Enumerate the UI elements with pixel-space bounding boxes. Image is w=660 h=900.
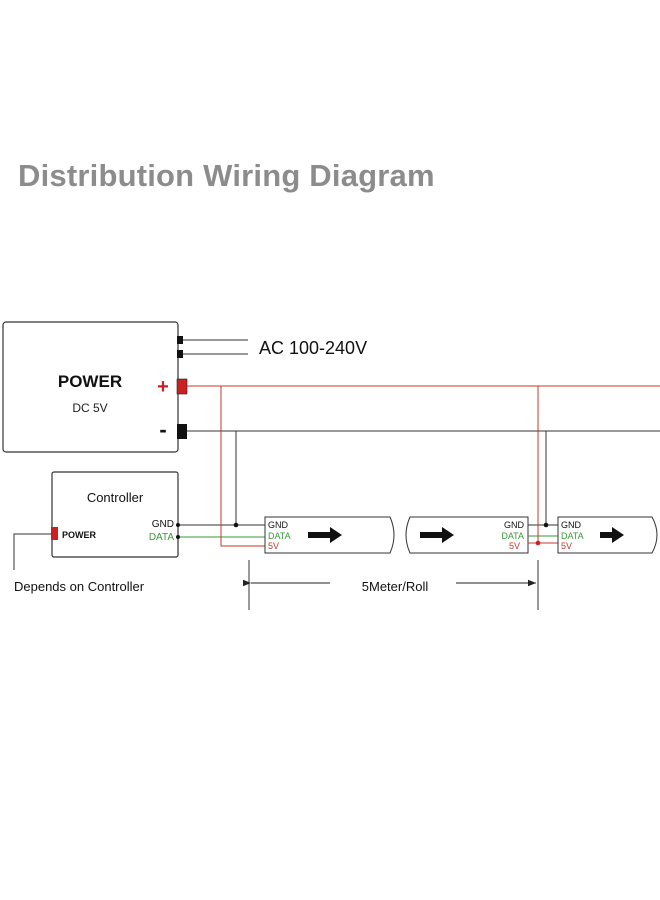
length-dimension: 5Meter/Roll — [243, 560, 539, 610]
length-label: 5Meter/Roll — [362, 579, 429, 594]
arrow-right-icon — [420, 527, 454, 543]
controller-data-node — [176, 535, 180, 539]
power-supply: POWER DC 5V + - — [2, 321, 188, 453]
strip-3-data-label: DATA — [561, 531, 584, 541]
ac-input-label: AC 100-240V — [259, 338, 367, 358]
led-strip-segment-1: GND DATA 5V — [264, 516, 395, 554]
gnd-junction-1 — [233, 522, 239, 528]
controller-label: Controller — [87, 490, 144, 505]
ac-terminal-2 — [177, 350, 183, 358]
arrow-right-icon — [600, 527, 624, 543]
negative-terminal — [177, 424, 187, 439]
strip-2-5v-label: 5V — [509, 541, 520, 551]
strip-3-5v-label: 5V — [561, 541, 572, 551]
power-supply-voltage: DC 5V — [72, 401, 107, 415]
minus-symbol: - — [159, 417, 166, 442]
controller-note: Depends on Controller — [14, 579, 145, 594]
strip-2-body — [405, 516, 529, 554]
strip-2-data-label: DATA — [501, 531, 524, 541]
strip-3-gnd-label: GND — [561, 520, 582, 530]
controller-gnd-label: GND — [152, 519, 174, 530]
controller-power-wire — [13, 533, 52, 570]
strip-1-gnd-label: GND — [268, 520, 289, 530]
power-supply-label: POWER — [58, 372, 122, 391]
controller-power-port — [51, 527, 58, 540]
gnd-junction-2 — [543, 522, 549, 528]
positive-terminal — [176, 378, 188, 395]
controller-data-label: DATA — [149, 532, 175, 543]
controller-box — [51, 471, 179, 558]
strip-1-data-label: DATA — [268, 531, 291, 541]
ac-terminal-1 — [177, 336, 183, 344]
controller-power-port-label: POWER — [62, 530, 97, 540]
led-strip-segment-2: GND DATA 5V — [405, 516, 529, 554]
led-strip-segment-3: GND DATA 5V — [557, 516, 658, 554]
controller: Controller POWER GND DATA — [51, 471, 180, 558]
positive-drop-1 — [220, 386, 265, 547]
controller-gnd-node — [176, 523, 180, 527]
plus-symbol: + — [157, 376, 169, 398]
strip-1-5v-label: 5V — [268, 541, 279, 551]
strip-2-gnd-label: GND — [504, 520, 525, 530]
v5-junction-2 — [535, 540, 541, 546]
page-title: Distribution Wiring Diagram — [18, 158, 435, 193]
arrow-right-icon — [308, 527, 342, 543]
